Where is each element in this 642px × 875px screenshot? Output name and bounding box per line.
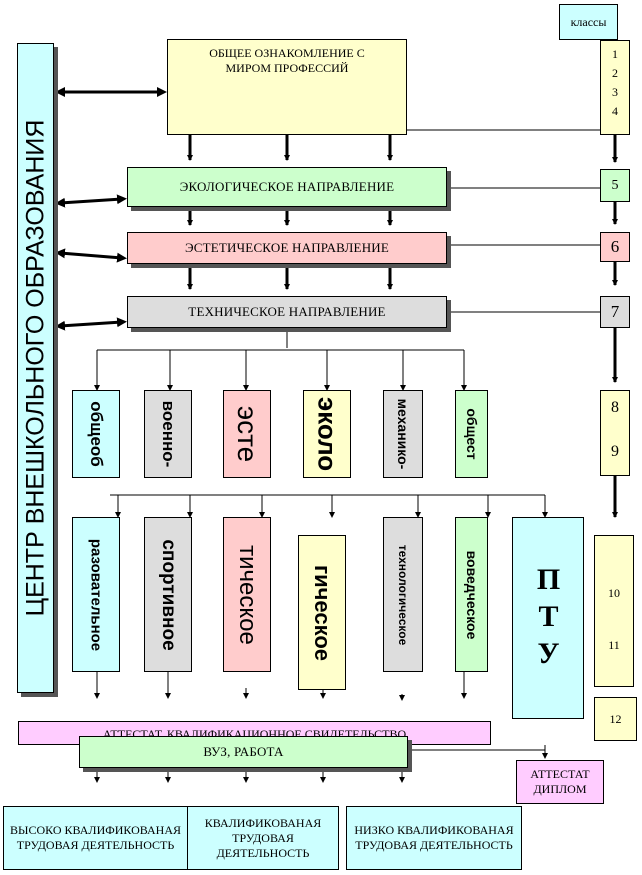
profile-aesthetic-bottom: тическое [223,517,271,672]
grades-1-4-box: 1 2 3 4 [600,40,630,135]
ptu-box: ПТУ [512,517,584,719]
profile-general-bottom-label: разовательное [87,538,105,651]
profile-ecology-top-label: эколо [312,396,343,472]
center-arrows [55,87,167,331]
profile-ecology-bottom: гическое [298,535,346,690]
profile-general-top-label: общеоб [87,401,106,467]
grade-2: 2 [612,66,618,80]
ecological-stage-label: ЭКОЛОГИЧЕСКОЕ НАПРАВЛЕНИЕ [179,179,395,194]
diploma-label: АТТЕСТАТ ДИПЛОМ [530,767,590,796]
profile-general-top: общеоб [72,390,120,478]
university-label: ВУЗ, РАБОТА [203,744,284,759]
technical-stage-box: ТЕХНИЧЕСКОЕ НАПРАВЛЕНИЕ [127,296,447,328]
qualified-label: КВАЛИФИКОВАНАЯ ТРУДОВАЯ ДЕЯТЕЛЬНОСТЬ [204,815,322,860]
profile-social-top: общест [455,390,488,478]
grade-6: 6 [610,237,620,256]
grades-header-label: классы [570,14,607,29]
profile-ecology-top: эколо [303,390,351,478]
high-qualified-box: ВЫСОКО КВАЛИФИКОВАНАЯ ТРУДОВАЯ ДЕЯТЕЛЬНО… [3,806,188,870]
low-qualified-box: НИЗКО КВАЛИФИКОВАНАЯ ТРУДОВАЯ ДЕЯТЕЛЬНОС… [346,806,522,870]
profile-military-bottom: спортивное [144,517,192,672]
technical-stage-label: ТЕХНИЧЕСКОЕ НАПРАВЛЕНИЕ [188,304,386,319]
grade-11: 11 [608,638,620,652]
grade-3: 3 [612,85,618,99]
profile-ecology-bottom-label: гическое [310,564,335,661]
profile-mech-bottom: технологическое [383,517,423,672]
grade-8: 8 [611,399,619,416]
center-label: ЦЕНТР ВНЕШКОЛЬНОГО ОБРАЗОВАНИЯ [21,119,49,617]
grade-1: 1 [612,47,618,61]
profile-general-bottom: разовательное [72,517,120,672]
diploma-box: АТТЕСТАТ ДИПЛОМ [516,760,604,804]
intro-stage-label: ОБЩЕЕ ОЗНАКОМЛЕНИЕ С МИРОМ ПРОФЕССИЙ [209,46,365,75]
grade-9: 9 [611,443,619,460]
grade-6-box: 6 [600,232,630,262]
profile-military-top: военно- [144,390,192,478]
center-label-bar: ЦЕНТР ВНЕШКОЛЬНОГО ОБРАЗОВАНИЯ [17,43,54,693]
profile-mech-top-label: механико- [395,398,411,470]
qualified-box: КВАЛИФИКОВАНАЯ ТРУДОВАЯ ДЕЯТЕЛЬНОСТЬ [187,806,339,870]
branch-lines [94,328,548,783]
grade-5-box: 5 [600,169,630,202]
grade-12: 12 [609,711,622,726]
aesthetic-stage-box: ЭСТЕТИЧЕСКОЕ НАПРАВЛЕНИЕ [127,232,447,264]
stage-arrows [187,135,393,290]
aesthetic-stage-label: ЭСТЕТИЧЕСКОЕ НАПРАВЛЕНИЕ [184,240,390,255]
grade-5: 5 [611,177,619,193]
profile-social-bottom: воведческое [455,517,488,672]
grades-8-9-box: 8 9 [600,390,630,476]
high-qualified-label: ВЫСОКО КВАЛИФИКОВАНАЯ ТРУДОВАЯ ДЕЯТЕЛЬНО… [10,823,181,852]
grade-7: 7 [610,302,620,321]
grade-4: 4 [612,104,618,118]
grade-12-box: 12 [594,697,637,741]
profile-mech-bottom-label: технологическое [396,544,410,645]
profile-aesthetic-top-label: эсте [232,405,263,463]
profile-aesthetic-bottom-label: тическое [234,544,261,645]
grades-10-11-box: 10 11 [594,535,634,687]
profile-aesthetic-top: эсте [223,390,271,478]
low-qualified-label: НИЗКО КВАЛИФИКОВАНАЯ ТРУДОВАЯ ДЕЯТЕЛЬНОС… [354,823,514,852]
grades-header: классы [559,4,618,40]
grade-7-box: 7 [600,296,630,328]
ecological-stage-box: ЭКОЛОГИЧЕСКОЕ НАПРАВЛЕНИЕ [127,167,447,207]
university-box: ВУЗ, РАБОТА [79,736,408,768]
profile-social-top-label: общест [463,408,480,460]
profile-military-top-label: военно- [159,400,178,468]
profile-mech-top: механико- [383,390,423,478]
intro-stage-box: ОБЩЕЕ ОЗНАКОМЛЕНИЕ С МИРОМ ПРОФЕССИЙ [167,39,407,135]
profile-social-bottom-label: воведческое [463,550,480,639]
ptu-label: ПТУ [532,562,565,674]
grade-10: 10 [608,586,620,600]
profile-military-bottom-label: спортивное [158,538,179,651]
